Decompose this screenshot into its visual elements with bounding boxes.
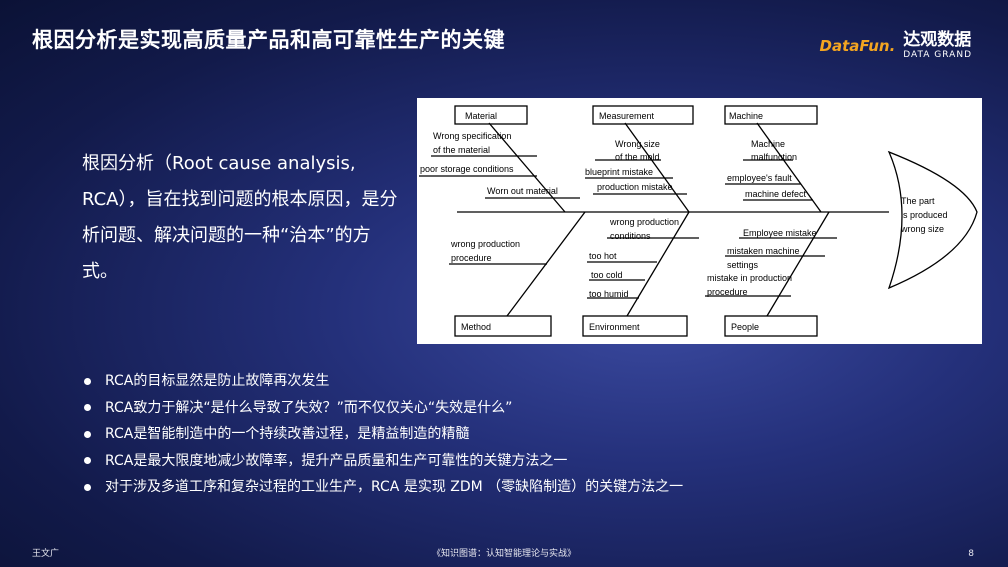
cause-text: too cold: [591, 270, 623, 280]
cause-text: conditions: [610, 231, 651, 241]
effect-text: wrong size: [900, 224, 944, 234]
cause-text: Wrong size: [615, 139, 660, 149]
category-material: Material: [465, 111, 497, 121]
datafun-logo: DataFun.: [819, 37, 896, 55]
bullet-dot-icon: [84, 404, 91, 412]
intro-paragraph: 根因分析（Root cause analysis, RCA），旨在找到问题的根本…: [82, 153, 398, 282]
cause-text: production mistake: [597, 182, 673, 192]
cause-text: of the mold: [615, 152, 660, 162]
cause-text: Machine: [751, 139, 785, 149]
cause-text: wrong production: [609, 217, 679, 227]
list-item: RCA是智能制造中的一个持续改善过程，是精益制造的精髓: [84, 421, 683, 448]
cause-text: procedure: [451, 253, 492, 263]
bullet-dot-icon: [84, 430, 91, 438]
datagrand-logo-cn: 达观数据: [903, 30, 972, 50]
cause-text: too hot: [589, 251, 617, 261]
cause-text: mistake in production: [707, 273, 792, 283]
cause-text: of the material: [433, 145, 490, 155]
cause-text: procedure: [707, 287, 748, 297]
list-item: RCA致力于解决“是什么导致了失效？”而不仅仅关心“失效是什么”: [84, 395, 683, 422]
cause-text: too humid: [589, 289, 629, 299]
list-item: RCA是最大限度地减少故障率，提升产品质量和生产可靠性的关键方法之一: [84, 448, 683, 475]
cause-text: blueprint mistake: [585, 167, 653, 177]
slide-title: 根因分析是实现高质量产品和高可靠性生产的关键: [32, 28, 505, 52]
list-item: RCA的目标显然是防止故障再次发生: [84, 368, 683, 395]
datagrand-logo-en: DATA GRAND: [903, 50, 972, 60]
cause-text: malfunction: [751, 152, 797, 162]
fishbone-diagram: Material Measurement Machine Method Envi…: [417, 98, 982, 344]
category-people: People: [731, 322, 759, 332]
category-method: Method: [461, 322, 491, 332]
category-machine: Machine: [729, 111, 763, 121]
cause-text: Worn out material: [487, 186, 558, 196]
footer-author: 王文广: [32, 549, 60, 559]
bullet-dot-icon: [84, 377, 91, 385]
cause-text: Wrong specification: [433, 131, 511, 141]
page-number: 8: [968, 549, 974, 559]
category-measurement: Measurement: [599, 111, 655, 121]
bullet-list: RCA的目标显然是防止故障再次发生 RCA致力于解决“是什么导致了失效？”而不仅…: [84, 368, 683, 501]
list-item: 对于涉及多道工序和复杂过程的工业生产，RCA 是实现 ZDM （零缺陷制造）的关…: [84, 474, 683, 501]
bullet-dot-icon: [84, 457, 91, 465]
company-logo: DataFun. 达观数据 DATA GRAND: [820, 32, 972, 60]
category-environment: Environment: [589, 322, 640, 332]
cause-text: poor storage conditions: [420, 164, 514, 174]
effect-text: is produced: [901, 210, 948, 220]
bullet-dot-icon: [84, 483, 91, 491]
cause-text: mistaken machine: [727, 246, 800, 256]
effect-text: The part: [901, 196, 935, 206]
cause-text: employee's fault: [727, 173, 792, 183]
cause-text: wrong production: [450, 239, 520, 249]
cause-text: settings: [727, 260, 759, 270]
footer-book-title: 《知识图谱：认知智能理论与实战》: [431, 549, 576, 559]
cause-text: Employee mistake: [743, 228, 817, 238]
cause-text: machine defect: [745, 189, 807, 199]
